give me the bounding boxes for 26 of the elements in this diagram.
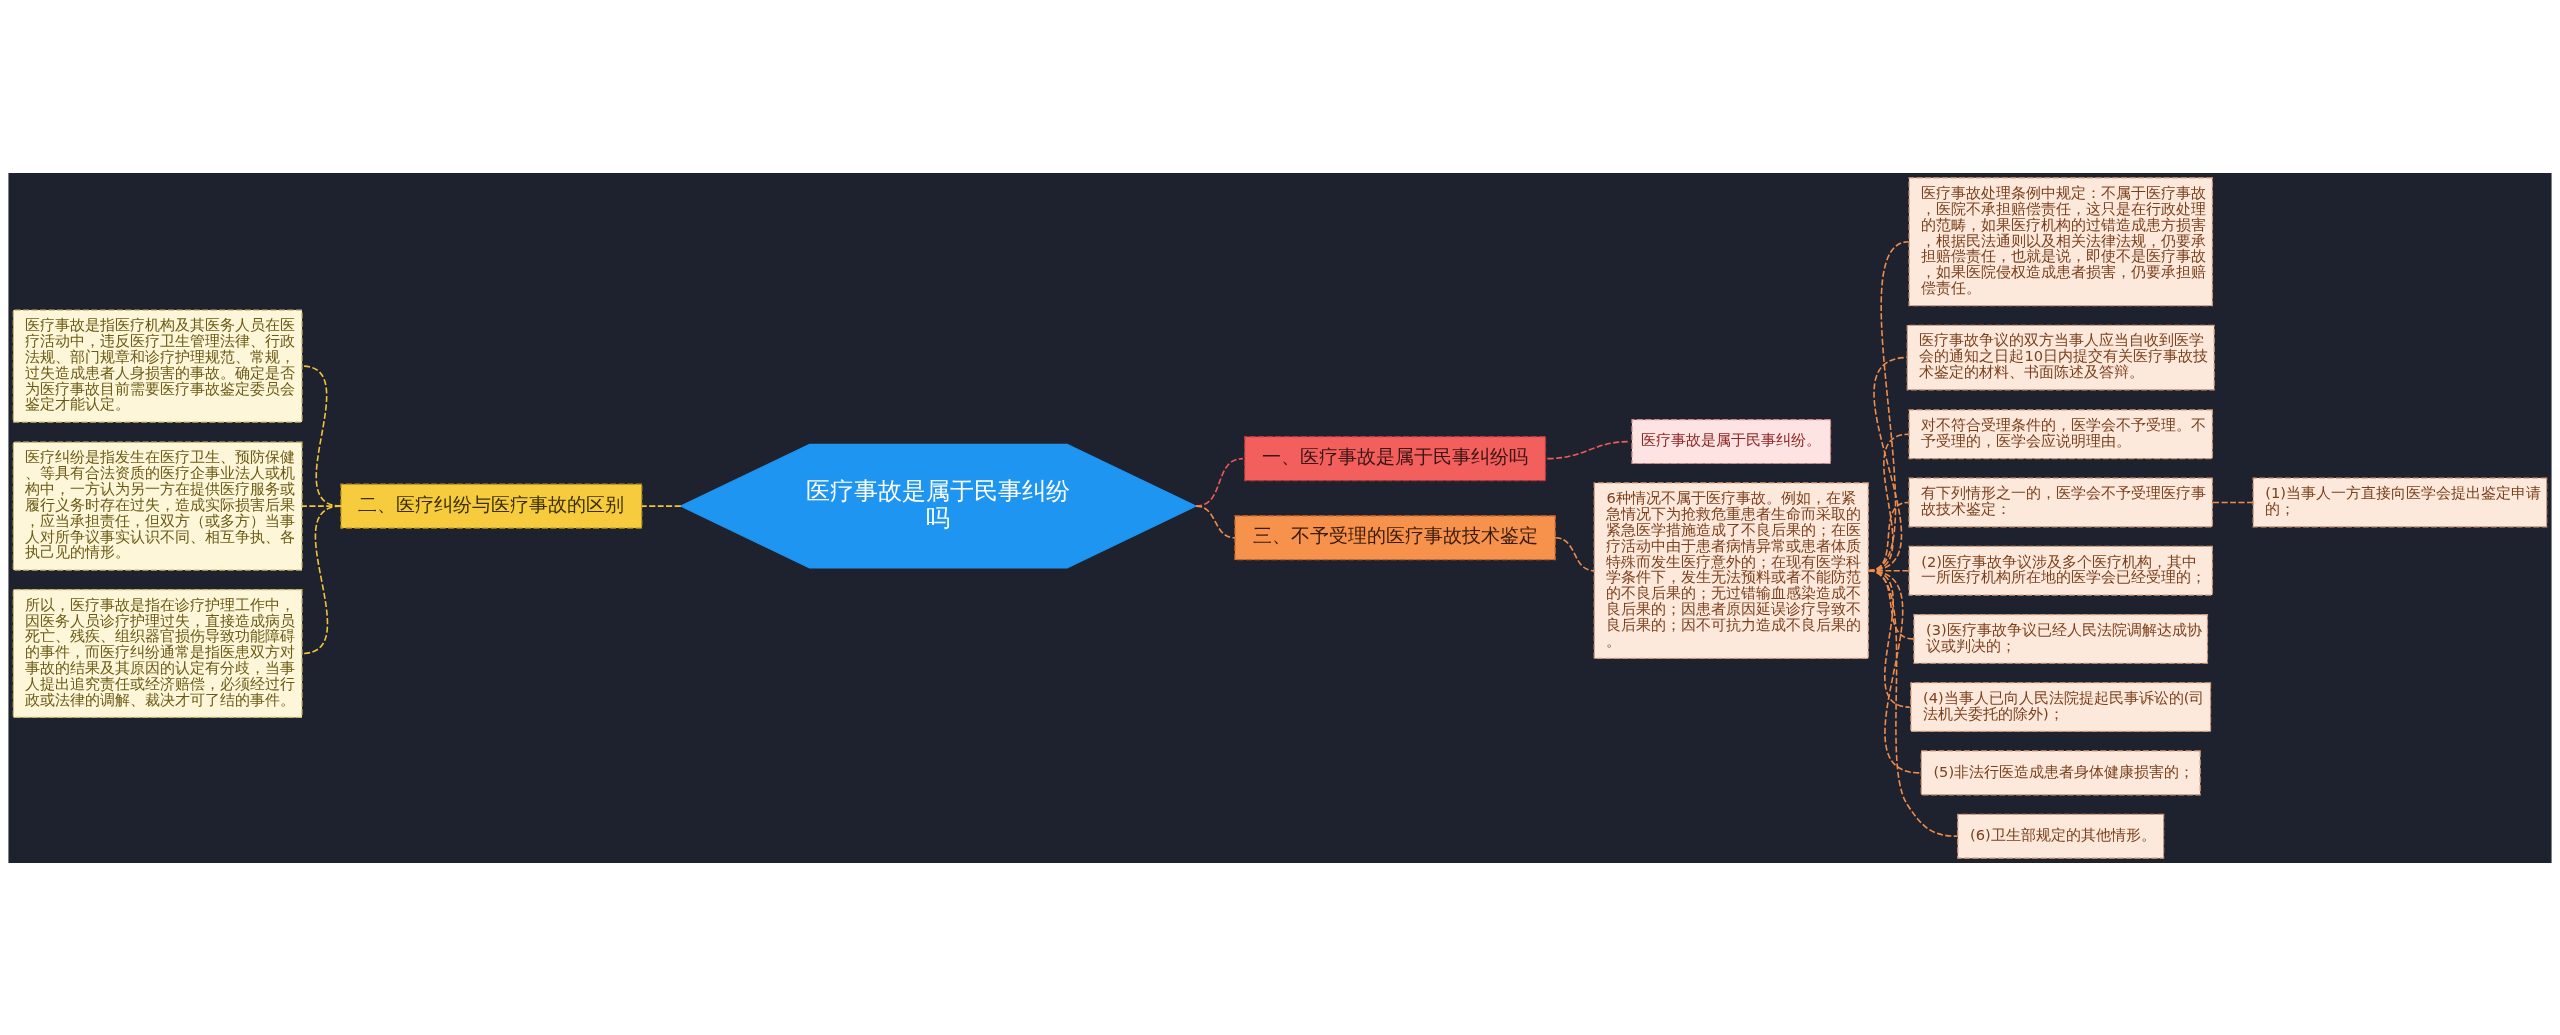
- connector: [301, 504, 342, 654]
- node-box: (4)当事人已向人民法院提起民事诉讼的(司法机关委托的除外)；: [1910, 681, 2212, 732]
- node-box: 医疗事故争议的双方当事人应当自收到医学会的通知之日起10日内提交有关医疗事故技术鉴定的材料、书面陈述及答辩。: [1906, 324, 2215, 390]
- node-box: 二、医疗纠纷与医疗事故的区别: [340, 483, 643, 529]
- node-box: 所以，医疗事故是指在诊疗护理工作中，因医务人员诊疗护理过失，直接造成病员死亡、残疾、组织器官损伤导致功能障碍的事件，而医疗纠纷通常是指医患双方对事故的结果及其原因的认定有分歧，当事人提出追究责任或经济赔偿，必须经过行政或法律的调解、裁决才可了结的事件。: [12, 588, 303, 718]
- connector: [1195, 504, 1236, 539]
- node-box: (2)医疗事故争议涉及多个医疗机构，其中一所医疗机构所在地的医学会已经受理的；: [1908, 545, 2213, 596]
- connector: [2212, 501, 2254, 503]
- connector: [1554, 536, 1595, 571]
- node-box: 三、不予受理的医疗事故技术鉴定: [1234, 514, 1556, 560]
- node-box: 医疗事故是属于民事纠纷。: [1631, 418, 1832, 464]
- node-box: (5)非法行医造成患者身体健康损害的；: [1920, 749, 2201, 795]
- node-box: (6)卫生部规定的其他情形。: [1957, 813, 2165, 859]
- node-box: (1)当事人一方直接向医学会提出鉴定申请的；: [2252, 477, 2548, 527]
- node-box: 医疗事故处理条例中规定：不属于医疗事故，医院不承担赔偿责任，这只是在行政处理的范畴，如果医疗机构的过错造成患方损害，根据民法通则以及相关法律法规，仍要承担赔偿责任，也就是说，即使不是医疗事故，如果医院侵权造成患者损害，仍要承担赔偿责任。: [1908, 176, 2213, 306]
- node-box: 医疗纠纷是指发生在医疗卫生、预防保健、等具有合法资质的医疗企事业法人或机构中，一方认为另一方在提供医疗服务或履行义务时存在过失，造成实际损害后果，应当承担责任，但双方（或多方）当事人对所争议事实认识不同、相互争执、各执己见的情形。: [12, 441, 303, 571]
- node-box: 6种情况不属于医疗事故。例如，在紧急情况下为抢救危重患者生命而采取的紧急医学措施造成了不良后果的；在医疗活动中由于患者病情异常或患者体质特殊而发生医疗意外的；在现有医学科学条件下，发生无法预料或者不能防范的不良后果的；无过错输血感染造成不良后果的；因患者原因延误诊疗导致不良后果的；因不可抗力造成不良后果的。: [1593, 481, 1869, 659]
- node-box: 对不符合受理条件的，医学会不予受理。不予受理的，医学会应说明理由。: [1908, 408, 2213, 459]
- connector: [641, 504, 682, 507]
- node-box: (3)医疗事故争议已经人民法院调解达成协议或判决的；: [1913, 613, 2209, 664]
- connector: [1195, 457, 1244, 507]
- connector: [1546, 440, 1631, 459]
- node-box: 医疗事故是指医疗机构及其医务人员在医疗活动中，违反医疗卫生管理法律、行政法规、部门规章和诊疗护理规范、常规，过失造成患者人身损害的事故。确定是否为医疗事故目前需要医疗事故鉴定委员会鉴定才能认定。: [12, 308, 303, 423]
- node-box: 一、医疗事故是属于民事纠纷吗: [1244, 435, 1547, 481]
- node-box: 有下列情形之一的，医学会不予受理医疗事故技术鉴定：: [1908, 477, 2213, 527]
- connector: [1867, 569, 1958, 837]
